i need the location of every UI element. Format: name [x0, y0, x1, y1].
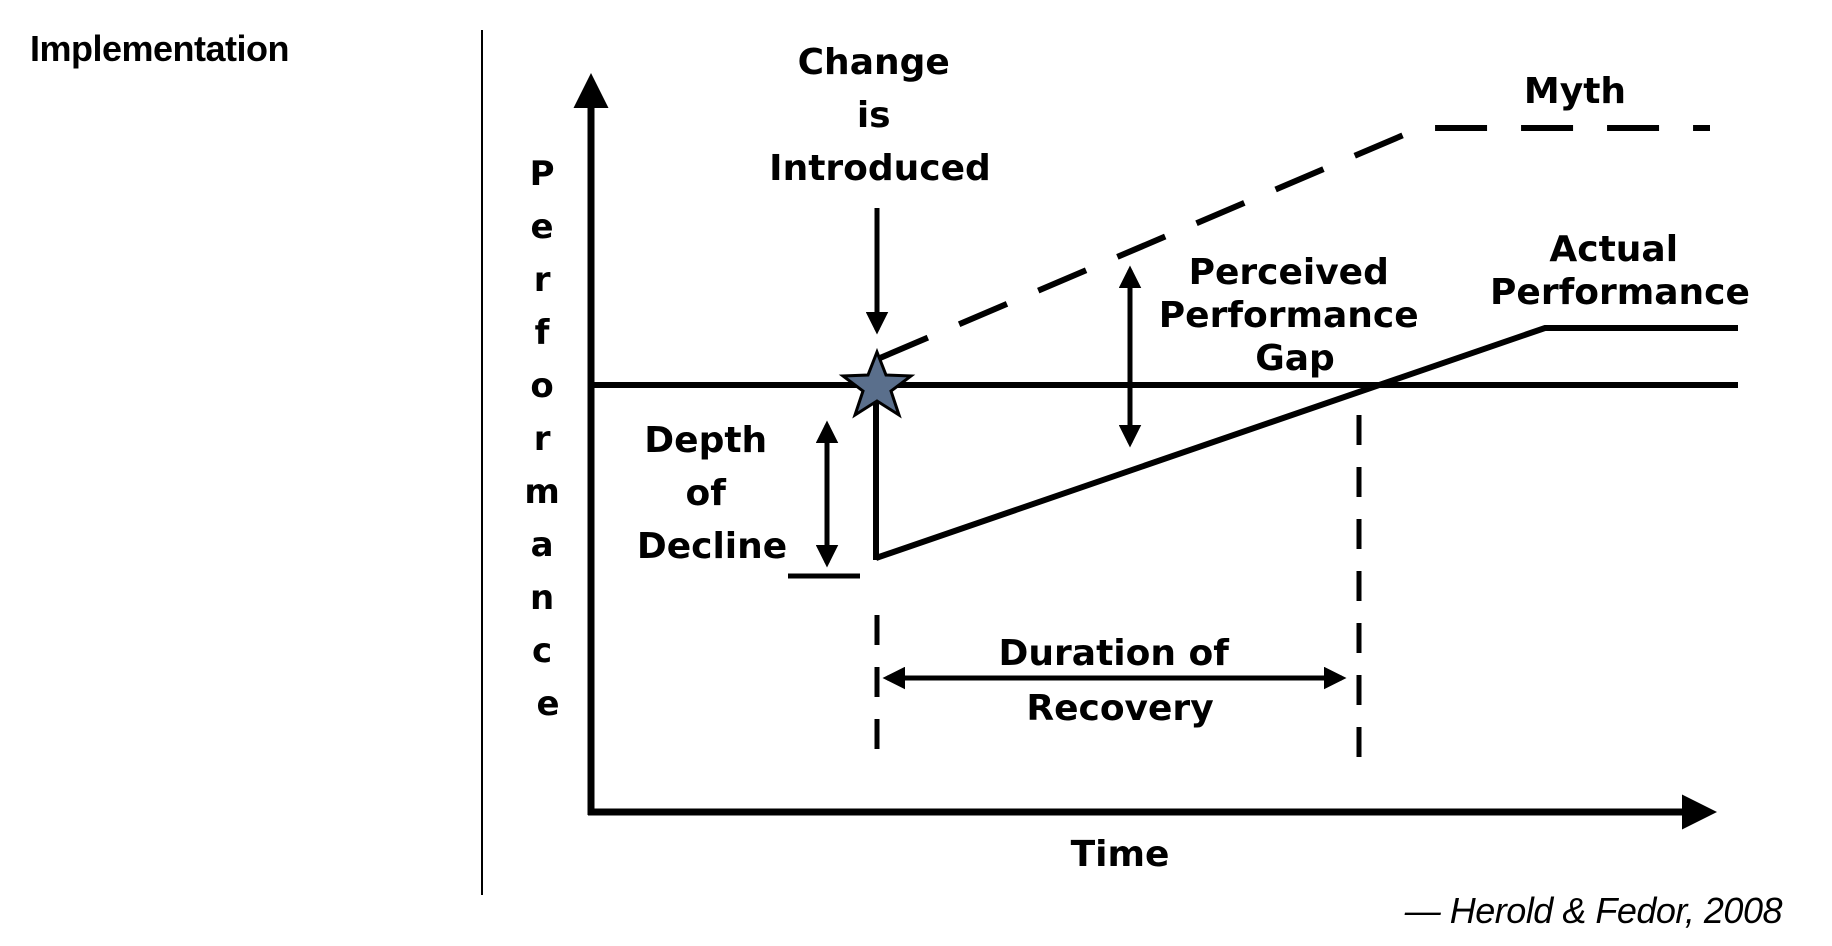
myth-line — [878, 125, 1710, 361]
citation: — Herold & Fedor, 2008 — [1404, 890, 1783, 931]
vertical-divider — [481, 30, 483, 895]
actual-performance-line — [875, 325, 1738, 561]
page-title: Implementation — [30, 28, 290, 69]
depth-decline-label: Depth of Decline — [637, 420, 787, 567]
x-axis-label: Time — [1071, 834, 1170, 875]
star-icon — [838, 347, 916, 419]
change-introduced-label: Change is Introduced — [769, 42, 991, 189]
perceived-gap-label: Perceived Performance Gap — [1159, 252, 1431, 379]
actual-performance-label: Actual Performance — [1490, 229, 1750, 313]
y-axis-label: P e r f o r m a n c e — [524, 154, 571, 724]
myth-label: Myth — [1524, 71, 1626, 112]
duration-recovery-label: Duration of Recovery — [999, 633, 1242, 729]
